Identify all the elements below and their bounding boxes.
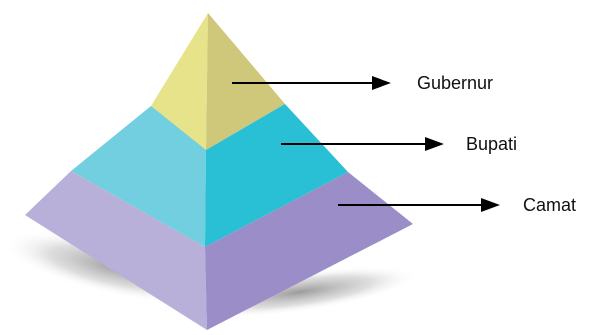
label-gubernur: Gubernur bbox=[417, 73, 493, 93]
tier-middle-right-face bbox=[205, 104, 348, 247]
tier-top-right-face bbox=[206, 13, 285, 150]
tier-middle-left-face bbox=[71, 106, 206, 247]
tier-top-left-face bbox=[151, 13, 208, 150]
label-camat: Camat bbox=[523, 195, 576, 215]
tier-bottom-left-face bbox=[25, 171, 207, 330]
arrow-bupati bbox=[281, 137, 444, 151]
arrow-gubernur bbox=[232, 76, 391, 90]
arrow-camat bbox=[338, 198, 500, 212]
tier-bottom-right-face bbox=[205, 172, 413, 330]
label-bupati: Bupati bbox=[466, 134, 517, 154]
